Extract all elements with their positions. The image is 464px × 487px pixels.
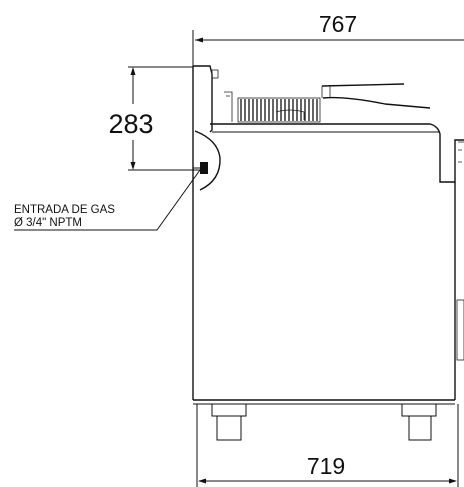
front-frame	[439, 139, 464, 183]
back-panel-knob	[211, 69, 219, 79]
basket-frame	[237, 97, 321, 123]
gas-inlet-leader-line	[14, 169, 201, 231]
gas-inlet-note-line1: ENTRADA DE GAS	[14, 204, 115, 216]
back-panel	[193, 65, 213, 133]
fryer-body	[192, 65, 464, 405]
height-arrow-bottom	[130, 162, 136, 170]
fryer-basket	[224, 83, 431, 123]
gas-inlet-note: ENTRADA DE GAS Ø 3/4" NPTM	[14, 169, 201, 231]
top-dimension: 767	[192, 11, 464, 68]
top-arrow-left	[195, 37, 203, 43]
basket-handle-stem	[321, 86, 331, 98]
bottom-arrow-right	[449, 478, 457, 484]
basket-inner-loop	[275, 109, 305, 120]
basket-handle-bar	[321, 83, 405, 87]
fryer-feet	[211, 403, 437, 441]
height-arrow-top	[130, 67, 136, 75]
basket-hook	[322, 96, 431, 109]
basket-mesh	[240, 99, 318, 121]
bottom-dimension: 719	[196, 404, 459, 487]
height-dimension: 283	[108, 66, 200, 171]
gas-inlet-fitting	[200, 162, 208, 174]
gas-inlet-note-line2: Ø 3/4" NPTM	[14, 217, 82, 229]
height-label: 283	[108, 109, 153, 139]
top-width-label: 767	[319, 11, 357, 37]
door-hinge	[456, 299, 464, 361]
bottom-width-label: 719	[307, 453, 345, 479]
worktop	[210, 123, 441, 170]
gas-inlet-housing	[194, 130, 221, 191]
foot-right-leg	[408, 415, 432, 441]
foot-left-top	[211, 403, 247, 417]
foot-right-top	[401, 403, 437, 417]
front-frame-detail	[458, 141, 464, 163]
bottom-arrow-left	[198, 478, 206, 484]
foot-left-leg	[216, 415, 242, 441]
basket-rear-hook	[224, 91, 233, 122]
